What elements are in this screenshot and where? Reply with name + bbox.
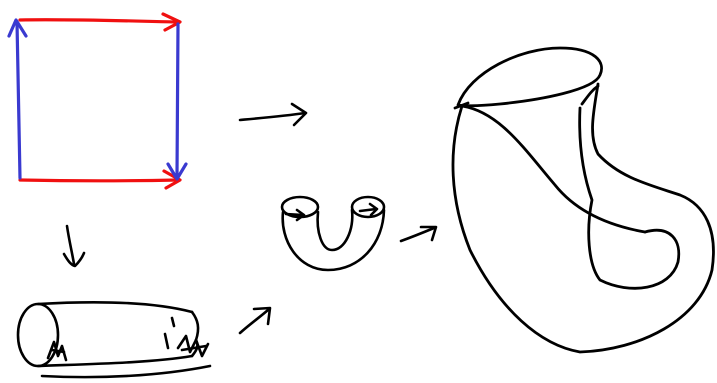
- identified-square: [9, 14, 186, 188]
- arrow-square-to-klein-bottle: [240, 104, 306, 125]
- arrow-square-to-cylinder: [64, 226, 84, 266]
- klein-bottle: [453, 48, 713, 352]
- cylinder-tube: [18, 302, 210, 377]
- arrow-cylinder-to-bent-tube: [240, 308, 270, 333]
- red-top-edge-arrow: [20, 14, 180, 30]
- bent-tube: [282, 197, 384, 270]
- arrow-bent-tube-to-klein-bottle: [401, 227, 436, 241]
- red-bottom-edge-arrow: [20, 171, 180, 188]
- blue-left-edge-arrow: [9, 20, 26, 178]
- blue-right-edge-arrow: [168, 24, 186, 179]
